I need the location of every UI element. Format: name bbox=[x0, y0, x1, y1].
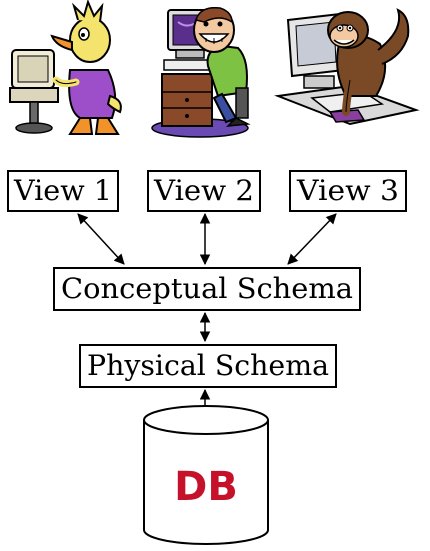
conceptual-schema-label: Conceptual Schema bbox=[61, 272, 353, 305]
physical-schema-label: Physical Schema bbox=[87, 349, 329, 382]
monkey-at-computer-illustration bbox=[274, 8, 420, 126]
conceptual-schema-box: Conceptual Schema bbox=[53, 267, 361, 311]
view-box-1: View 1 bbox=[7, 170, 119, 212]
view-box-2: View 2 bbox=[147, 170, 261, 212]
database-cylinder-icon: DB bbox=[143, 405, 269, 545]
grinning-man-at-computer-illustration bbox=[151, 7, 251, 138]
view-label-1: View 1 bbox=[13, 174, 112, 207]
duck-at-computer-illustration bbox=[9, 0, 122, 135]
arrow-view3-conceptual bbox=[287, 213, 337, 265]
arrow-view1-conceptual bbox=[77, 213, 125, 265]
db-label: DB bbox=[174, 464, 238, 510]
view-label-2: View 2 bbox=[153, 174, 254, 207]
view-label-3: View 3 bbox=[296, 174, 399, 207]
physical-schema-box: Physical Schema bbox=[79, 344, 337, 388]
view-box-3: View 3 bbox=[289, 170, 407, 212]
